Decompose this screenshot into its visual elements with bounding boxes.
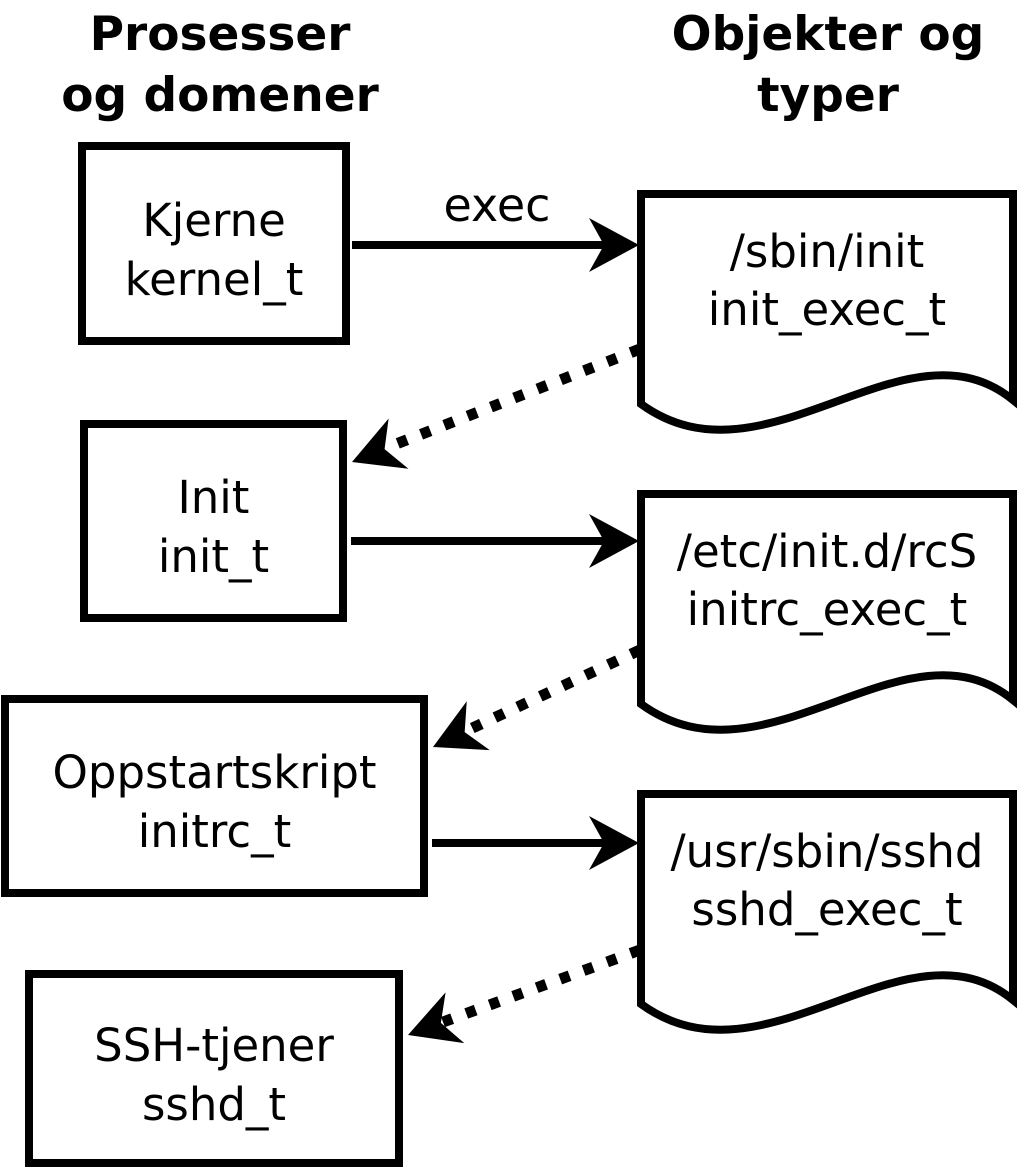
domain-type-label: sshd_t [141, 1077, 287, 1131]
document-shape-usr-sbin-sshd [637, 790, 1017, 1034]
process-label: Kjerne [142, 193, 286, 247]
exec-arrow-label: exec [443, 178, 551, 232]
object-doc-sbin-init: /sbin/init init_exec_t [645, 194, 1009, 404]
column-header-objects: Objekter og typer [632, 4, 1024, 126]
process-label: Init [177, 471, 250, 524]
column-header-processes: Prosesser og domener [25, 4, 415, 126]
transition-arrow-usr-sbin-sshd-to-sshd [408, 944, 642, 1044]
document-shape-etc-initd-rcs [637, 490, 1017, 734]
object-type-label: init_exec_t [707, 283, 947, 336]
object-doc-etc-initd-rcs: /etc/init.d/rcS initrc_exec_t [645, 494, 1009, 704]
object-path-label: /sbin/init [729, 225, 925, 278]
process-label: SSH-tjener [94, 1018, 334, 1072]
domain-type-label: init_t [157, 530, 270, 583]
transition-arrow-sbin-init-to-init [352, 343, 642, 469]
column-header-objects-line1: Objekter og [671, 7, 985, 62]
domain-type-label: initrc_t [137, 805, 292, 858]
object-path-label: /etc/init.d/rcS [676, 525, 978, 578]
object-type-label: sshd_exec_t [691, 883, 963, 936]
object-doc-usr-sbin-sshd: /usr/sbin/sshd sshd_exec_t [645, 794, 1009, 1004]
process-box-kernel: Kjerne kernel_t [78, 142, 350, 345]
column-header-objects-line2: typer [757, 68, 899, 123]
object-path-label: /usr/sbin/sshd [670, 825, 984, 878]
process-box-sshd: SSH-tjener sshd_t [25, 970, 403, 1167]
exec-arrow-initrc-to-usr-sbin-sshd [432, 816, 639, 870]
domain-type-label: kernel_t [124, 252, 304, 306]
object-type-label: initrc_exec_t [686, 583, 968, 636]
process-box-initrc: Oppstartskript initrc_t [1, 695, 428, 897]
exec-arrow-init-to-etc-initd-rcs [351, 514, 639, 568]
process-label: Oppstartskript [52, 746, 377, 799]
column-header-processes-line1: Prosesser [89, 7, 351, 62]
document-shape-sbin-init [637, 190, 1017, 434]
exec-arrow-kernel-to-sbin-init [352, 218, 639, 272]
transition-arrow-etc-initd-rcs-to-initrc [433, 645, 643, 751]
column-header-processes-line2: og domener [61, 68, 379, 123]
process-box-init: Init init_t [80, 420, 347, 622]
